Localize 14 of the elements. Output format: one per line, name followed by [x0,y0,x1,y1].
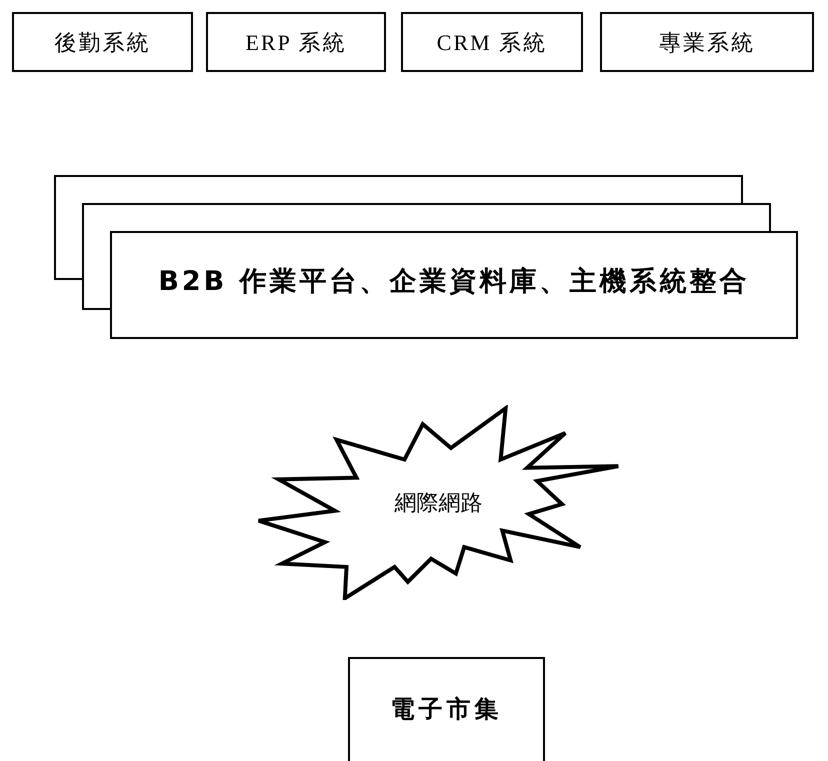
node-label: ERP 系統 [245,28,347,56]
stacked-boxes-shape [54,175,798,339]
system-box [600,12,814,72]
starburst-shape [257,405,620,600]
node-label: 電子市集 [390,695,502,725]
node-label: B2B 作業平台、企業資料庫、主機系統整合 [158,264,750,299]
system-box [401,12,583,72]
system-box [12,12,193,72]
node-label: 網際網路 [394,489,482,517]
node-label: 專業系統 [659,28,755,56]
node-label: CRM 系統 [436,28,548,56]
market-box [348,657,545,761]
system-box [206,12,386,72]
node-label: 後勤系統 [54,28,150,56]
